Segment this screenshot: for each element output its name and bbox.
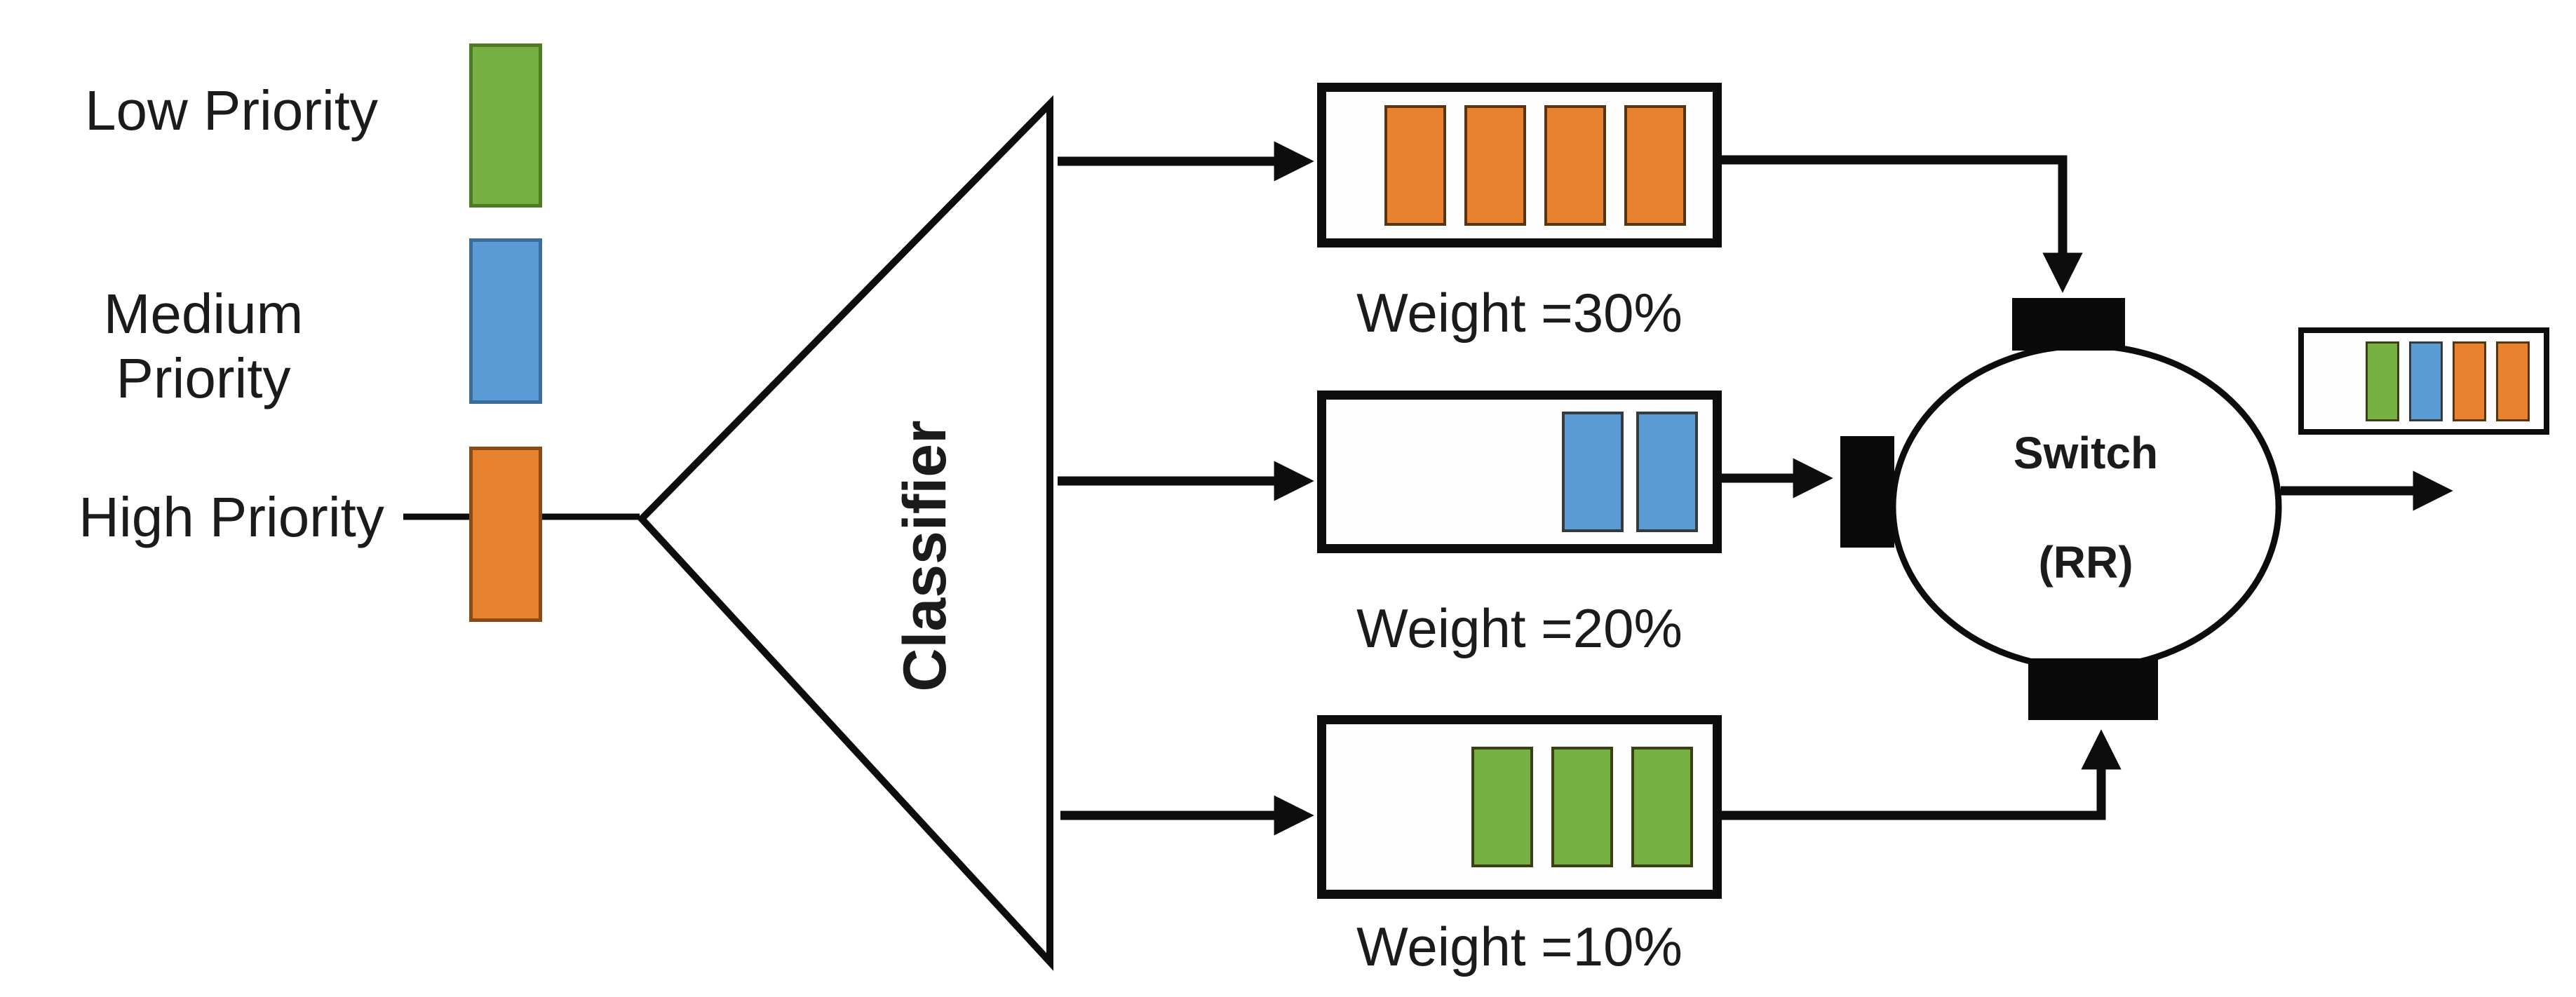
blue-packet bbox=[1562, 412, 1624, 532]
elbow-low-queue-to-bottom-port bbox=[1722, 729, 2122, 820]
classifier-label: Classifier bbox=[891, 420, 959, 692]
switch-left-port bbox=[1840, 436, 1894, 548]
orange-packet bbox=[1384, 104, 1446, 226]
orange-packet bbox=[1624, 104, 1686, 226]
switch-rr-label: (RR) bbox=[2038, 537, 2133, 588]
blue-packet bbox=[2409, 341, 2443, 421]
orange-packet bbox=[1464, 104, 1526, 226]
switch-label: Switch bbox=[2013, 428, 2159, 478]
queue-low-priority bbox=[1317, 715, 1722, 899]
switch-top-port bbox=[2012, 298, 2125, 351]
orange-packet bbox=[1544, 104, 1606, 226]
weight-label-high: Weight =30% bbox=[1356, 282, 1683, 344]
queue-medium-priority bbox=[1317, 391, 1722, 553]
legend-swatch-medium-priority bbox=[469, 238, 542, 404]
weight-label-medium: Weight =20% bbox=[1356, 597, 1683, 659]
orange-packet bbox=[2496, 341, 2530, 421]
weight-label-low: Weight =10% bbox=[1356, 916, 1683, 977]
switch-bottom-port bbox=[2028, 658, 2158, 720]
blue-packet bbox=[1636, 412, 1698, 532]
legend-swatch-high-priority bbox=[469, 447, 542, 622]
switch-ellipse bbox=[1889, 342, 2282, 672]
legend-swatch-low-priority bbox=[469, 43, 542, 208]
orange-packet bbox=[2453, 341, 2486, 421]
green-packet bbox=[2366, 341, 2399, 421]
green-packet bbox=[1631, 747, 1693, 867]
queue-high-priority bbox=[1317, 83, 1722, 247]
legend-label-medium: Medium Priority bbox=[103, 283, 304, 409]
classifier-triangle bbox=[637, 95, 1053, 971]
green-packet bbox=[1551, 747, 1613, 867]
output-queue bbox=[2298, 327, 2549, 435]
legend-label-high: High Priority bbox=[79, 486, 384, 548]
legend-label-low: Low Priority bbox=[85, 79, 378, 142]
green-packet bbox=[1471, 747, 1533, 867]
elbow-high-queue-to-top-port bbox=[1722, 155, 2083, 293]
